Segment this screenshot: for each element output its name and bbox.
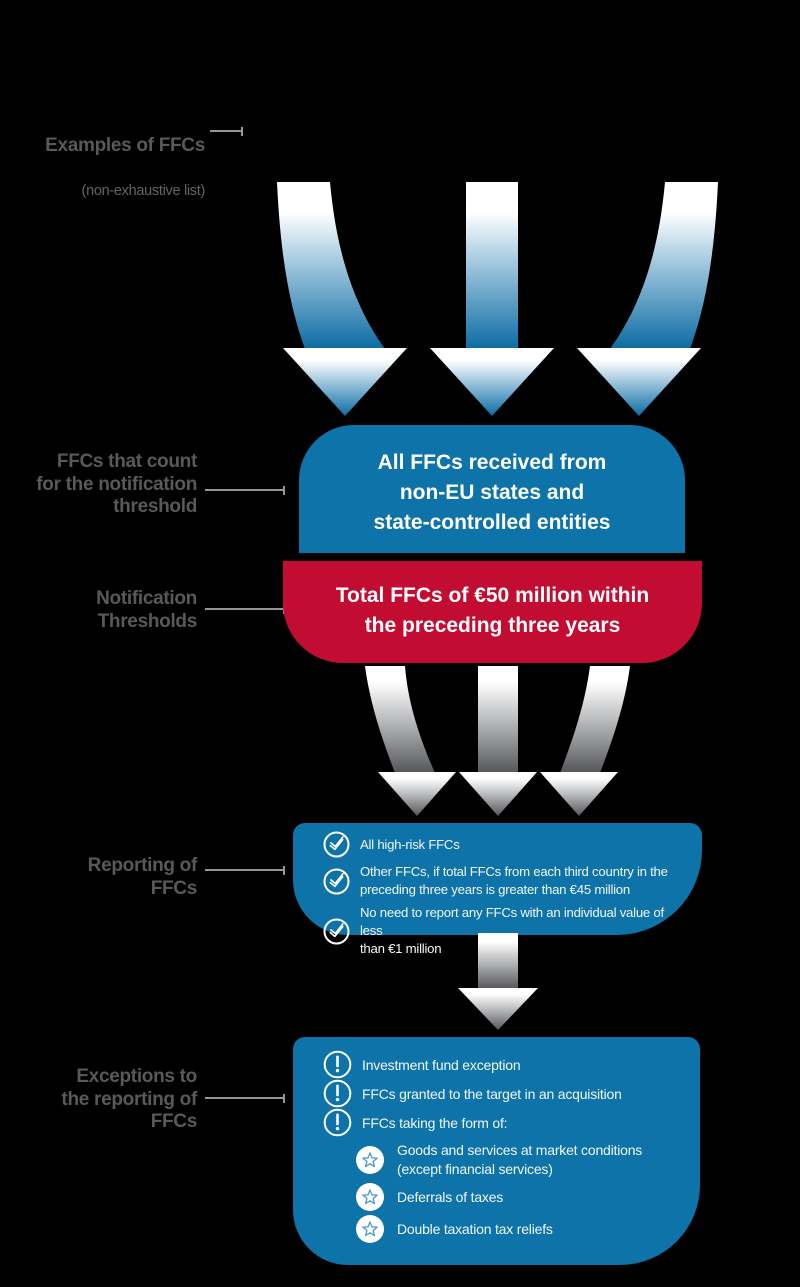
- list-item: Deferrals of taxes: [356, 1183, 680, 1211]
- list-item: All high-risk FFCs: [323, 831, 680, 858]
- reporting-item-text: Other FFCs, if total FFCs from each thir…: [360, 864, 668, 897]
- box-notification-threshold-text: Total FFCs of €50 million within the pre…: [335, 584, 650, 637]
- exclamation-circle-icon: [323, 1079, 352, 1108]
- reporting-item-text: All high-risk FFCs: [360, 836, 460, 852]
- box-notification-threshold: Total FFCs of €50 million within the pre…: [283, 561, 702, 663]
- gray-arrow-left-icon: [365, 666, 456, 816]
- connector-line-examples: [210, 126, 243, 136]
- exclamation-circle-icon: [323, 1050, 352, 1079]
- connector-line-thresholds: [205, 604, 285, 614]
- star-circle-icon: [356, 1215, 384, 1243]
- down-arrow-left-icon: [277, 182, 407, 416]
- list-item: No need to report any FFCs with an indiv…: [323, 904, 680, 958]
- label-examples-subtitle: (non-exhaustive list): [81, 182, 206, 199]
- check-circle-icon: [323, 918, 350, 944]
- funnel-arrows-blue-icon: [277, 182, 718, 416]
- gray-arrow-single-icon: [458, 933, 538, 1030]
- list-item: Double taxation tax reliefs: [356, 1215, 680, 1243]
- exception-subitem-text: Double taxation tax reliefs: [397, 1220, 553, 1237]
- box-all-ffcs-received: All FFCs received from non-EU states and…: [299, 425, 685, 553]
- label-examples-of-ffcs: Examples of FFCs (non-exhaustive list): [0, 112, 205, 222]
- star-circle-icon: [356, 1146, 384, 1174]
- exception-item-text: FFCs taking the form of:: [362, 1114, 508, 1131]
- check-circle-icon: [323, 831, 350, 858]
- box-exceptions-to-reporting: Investment fund exception FFCs granted t…: [293, 1037, 700, 1265]
- label-reporting-of-ffcs: Reporting of FFCs: [87, 855, 198, 899]
- gray-arrow-center-icon: [459, 666, 537, 816]
- label-ffcs-that-count: FFCs that count for the notification thr…: [36, 451, 197, 517]
- reporting-item-text: No need to report any FFCs with an indiv…: [360, 905, 664, 956]
- exception-subitem-text: Goods and services at market conditions …: [397, 1142, 643, 1177]
- star-circle-icon: [356, 1183, 384, 1211]
- label-examples-title: Examples of FFCs: [45, 134, 205, 156]
- connector-line-count: [205, 485, 285, 495]
- funnel-arrows-gray-icon: [365, 666, 630, 816]
- exception-subitem-text: Deferrals of taxes: [397, 1188, 504, 1205]
- down-arrow-right-icon: [577, 182, 718, 416]
- label-notification-thresholds: Notification Thresholds: [96, 588, 197, 632]
- list-item: FFCs taking the form of:: [323, 1108, 680, 1137]
- check-circle-icon: [323, 868, 350, 894]
- gray-arrow-right-icon: [540, 666, 630, 816]
- connector-line-exceptions: [205, 1093, 285, 1103]
- exclamation-circle-icon: [323, 1108, 352, 1137]
- box-reporting-of-ffcs: All high-risk FFCs Other FFCs, if total …: [293, 823, 702, 956]
- list-item: Investment fund exception: [323, 1050, 680, 1079]
- list-item: Other FFCs, if total FFCs from each thir…: [323, 863, 680, 899]
- exception-item-text: Investment fund exception: [362, 1056, 521, 1073]
- label-exceptions: Exceptions to the reporting of FFCs: [61, 1066, 197, 1132]
- down-arrow-center-icon: [430, 182, 554, 416]
- box-all-ffcs-received-text: All FFCs received from non-EU states and…: [373, 451, 611, 534]
- exception-item-text: FFCs granted to the target in an acquisi…: [362, 1085, 622, 1102]
- list-item: FFCs granted to the target in an acquisi…: [323, 1079, 680, 1108]
- connector-line-reporting: [205, 865, 285, 875]
- list-item: Goods and services at market conditions …: [356, 1141, 680, 1179]
